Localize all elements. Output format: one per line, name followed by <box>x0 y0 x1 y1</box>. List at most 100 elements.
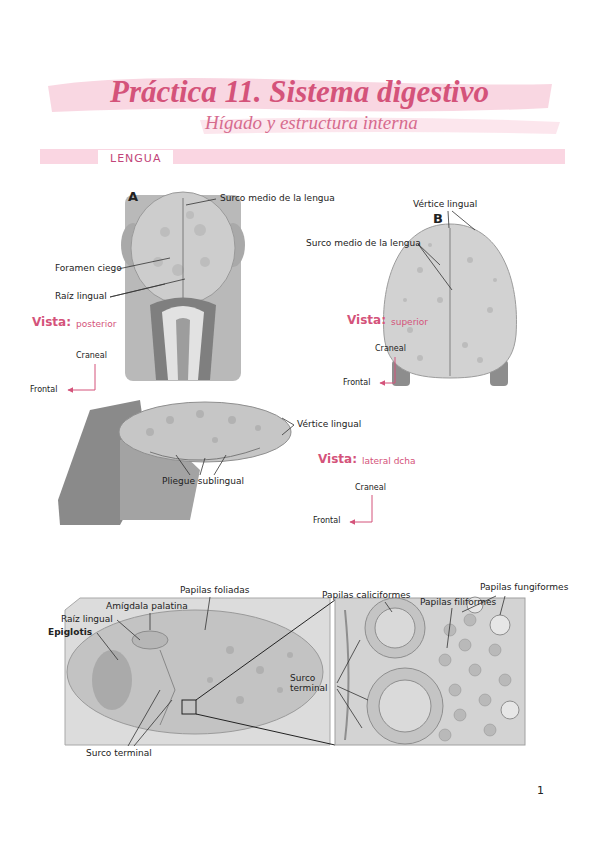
tongue-block-model <box>277 687 283 693</box>
axis-label: Craneal <box>355 483 386 492</box>
view-label: Vista: <box>318 453 357 467</box>
figure-letter: B <box>433 212 443 227</box>
page-title: Práctica 11. Sistema digestivo <box>110 74 489 110</box>
axis-label: Frontal <box>313 516 340 525</box>
tongue-posterior-figure <box>172 264 184 276</box>
tongue-superior-figure <box>437 297 443 303</box>
tongue-superior-figure <box>428 243 432 247</box>
tongue-lateral-figure <box>212 437 218 443</box>
papillae-zoom <box>365 598 425 658</box>
tongue-superior-figure <box>467 257 473 263</box>
leader-line <box>447 608 452 648</box>
tongue-block-model <box>207 677 213 683</box>
papillae-zoom <box>464 614 476 626</box>
axis-label: Frontal <box>30 385 57 394</box>
papillae-zoom <box>459 639 471 651</box>
direction-arrow <box>68 364 95 390</box>
tongue-lateral-figure <box>196 410 204 418</box>
part-name: Surco terminal <box>86 748 152 758</box>
tongue-posterior-figure <box>194 224 206 236</box>
part-name: Amígdala palatina <box>106 601 188 611</box>
tongue-block-model <box>207 646 293 704</box>
leader-line <box>128 690 172 746</box>
direction-arrow <box>68 357 395 522</box>
tongue-posterior-figure <box>186 211 194 219</box>
part-name: Vértice lingual <box>297 419 361 429</box>
page-number: 1 <box>537 785 544 798</box>
tongue-block-model <box>196 714 335 745</box>
tongue-lateral-figure <box>146 410 261 443</box>
axis-label: Craneal <box>375 344 406 353</box>
part-name: Pliegue sublingual <box>162 476 244 486</box>
tongue-superior-figure <box>487 307 493 313</box>
tongue-block-model <box>196 600 335 700</box>
leader-line <box>337 640 368 728</box>
tongue-posterior-figure <box>183 198 184 300</box>
leader-line <box>97 199 505 746</box>
tongue-block-model <box>160 650 175 725</box>
part-name: Raíz lingual <box>61 614 113 624</box>
tongue-posterior-figure <box>131 192 235 304</box>
leader-line <box>97 633 118 660</box>
tongue-superior-figure <box>417 355 423 361</box>
tongue-block-model <box>226 646 234 654</box>
papillae-zoom <box>467 597 519 719</box>
part-name: Papilas foliadas <box>180 585 249 595</box>
tongue-posterior-figure <box>150 298 216 381</box>
leader-line <box>150 613 151 630</box>
papillae-zoom <box>501 701 519 719</box>
papillae-zoom <box>449 684 461 696</box>
papillae-zoom <box>335 598 525 745</box>
part-name: Papilas caliciformes <box>322 590 410 600</box>
part-name: Surco medio de la lengua <box>220 193 335 203</box>
view-label: Vista: <box>32 316 71 330</box>
part-name: Foramen ciego <box>55 263 122 273</box>
tongue-superior-figure <box>493 278 497 282</box>
leader-line <box>118 258 170 269</box>
tongue-lateral-figure <box>255 425 261 431</box>
section-heading: LENGUA <box>98 150 173 167</box>
tongue-block-model <box>67 610 323 734</box>
tongue-block-model <box>92 650 132 710</box>
tongue-superior-figure <box>477 357 483 363</box>
view-name: posterior <box>76 319 116 329</box>
tongue-lateral-figure <box>58 400 291 525</box>
tongue-lateral-figure <box>146 428 154 436</box>
leader-line <box>110 279 185 297</box>
part-name: Papilas filiformes <box>420 597 496 607</box>
part-name: Vértice lingual <box>413 199 477 209</box>
figure-letter: A <box>128 190 138 205</box>
direction-arrow <box>380 357 395 383</box>
tongue-posterior-figure <box>153 257 163 267</box>
tongue-superior-figure <box>462 342 468 348</box>
section-band: LENGUA <box>40 149 565 164</box>
view-label: Vista: <box>347 314 386 328</box>
tongue-lateral-figure <box>228 416 236 424</box>
leader-line <box>282 418 294 435</box>
leader-line <box>385 602 392 612</box>
view-name: lateral dcha <box>362 456 416 466</box>
tongue-superior-figure <box>417 267 423 273</box>
papillae-zoom <box>454 709 466 721</box>
papillae-zoom <box>499 674 511 686</box>
leader-line <box>176 455 226 475</box>
tongue-posterior-figure <box>160 227 170 237</box>
view-name: superior <box>391 317 428 327</box>
axis-label: Craneal <box>76 351 107 360</box>
tongue-superior-figure <box>384 224 517 386</box>
papillae-zoom <box>375 608 415 648</box>
papillae-zoom <box>484 724 496 736</box>
tongue-block-model <box>132 631 168 649</box>
papillae-zoom <box>345 610 349 740</box>
papillae-zoom <box>479 694 491 706</box>
papillae-zoom <box>489 644 501 656</box>
tongue-posterior-figure <box>200 257 210 267</box>
tongue-lateral-figure <box>119 402 291 462</box>
tongue-superior-figure <box>450 228 451 376</box>
part-name: Epiglotis <box>48 627 92 637</box>
part-name: Papilas fungiformes <box>480 582 580 592</box>
papillae-zoom <box>367 668 443 744</box>
axis-label: Frontal <box>343 378 370 387</box>
part-name: Surco terminal <box>290 673 334 694</box>
